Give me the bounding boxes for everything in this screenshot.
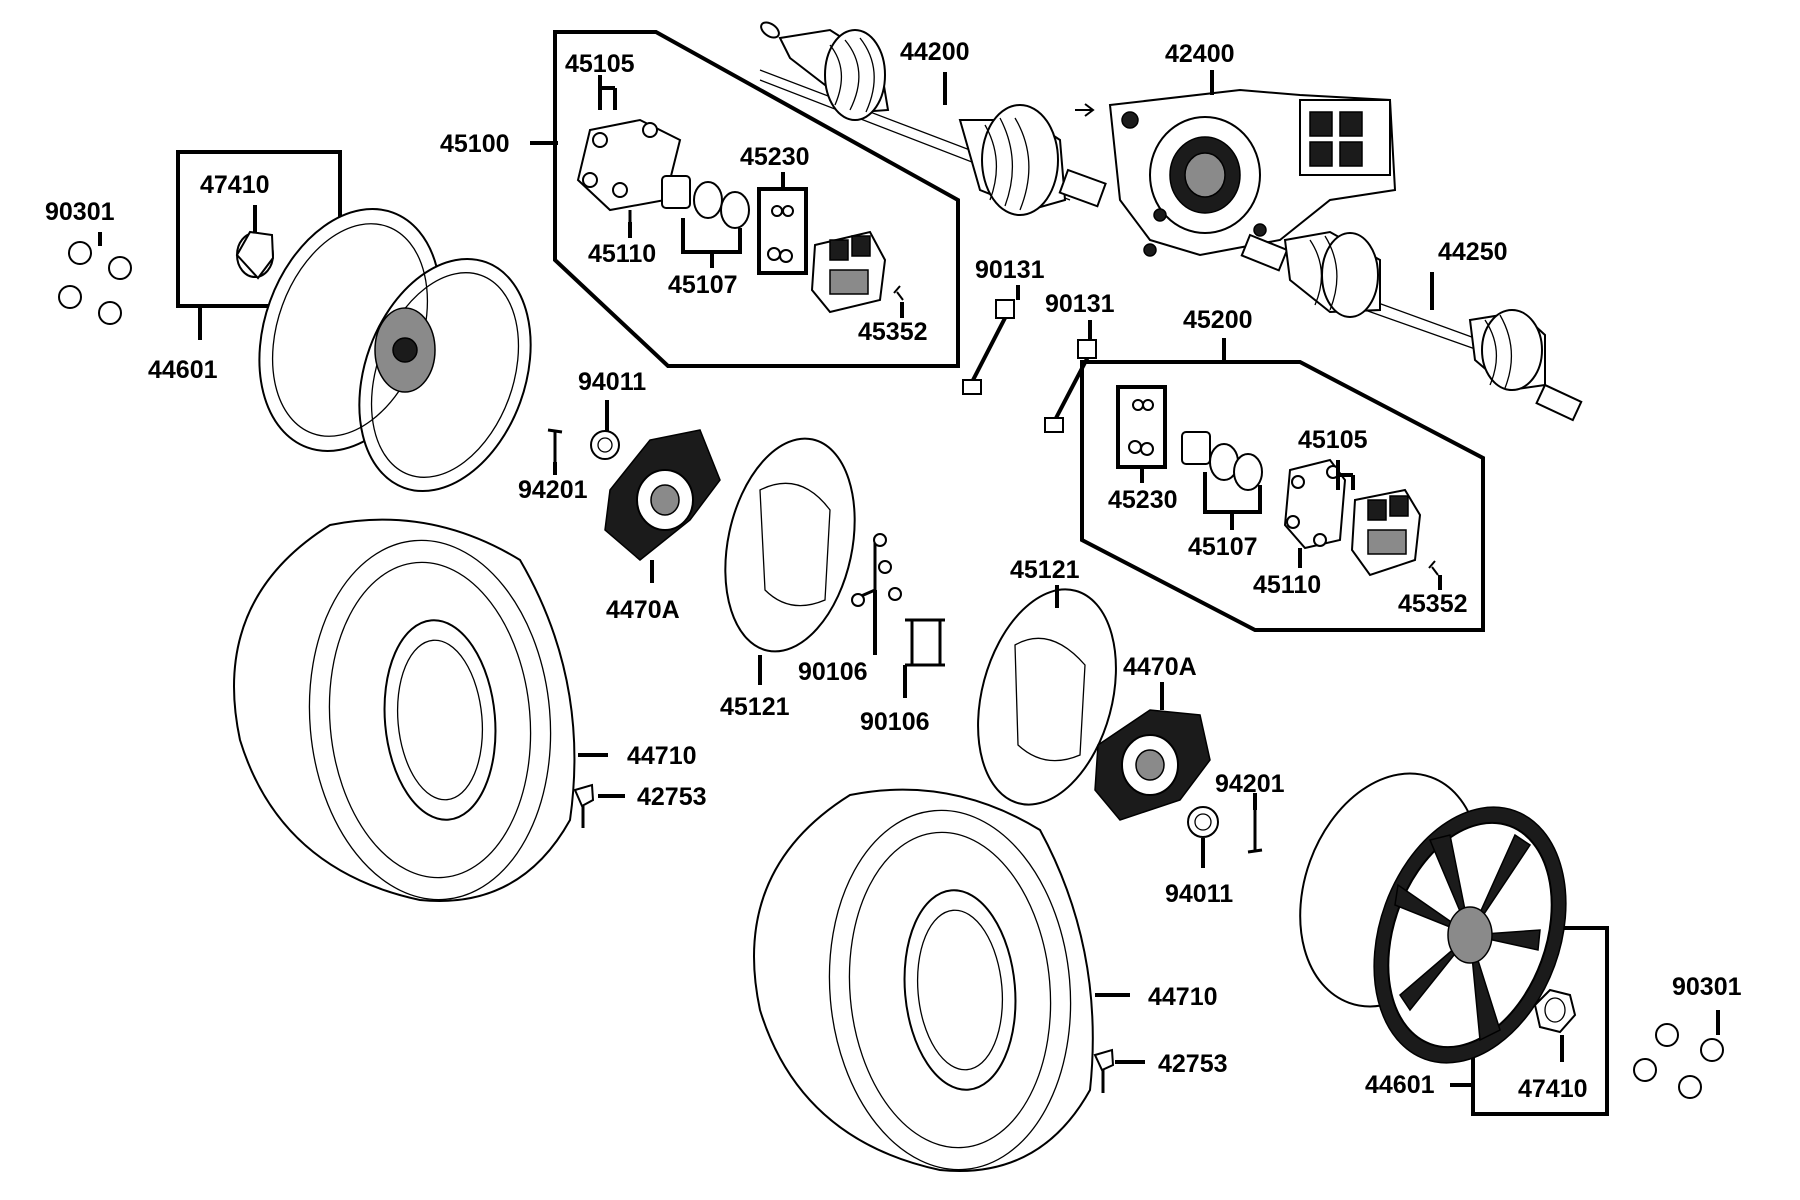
studs-90106-a xyxy=(851,533,902,607)
label-45230-left: 45230 xyxy=(740,143,810,171)
caliper-bracket-left xyxy=(576,118,682,222)
label-90106-b: 90106 xyxy=(860,708,930,736)
leader-lines xyxy=(98,70,1720,1087)
label-45352-left: 45352 xyxy=(858,318,928,346)
label-45105-right: 45105 xyxy=(1298,426,1368,454)
caliper-right xyxy=(1350,488,1439,577)
label-90301-right: 90301 xyxy=(1672,973,1742,1001)
caliper-kit-box-right xyxy=(1080,360,1485,632)
label-45110-left: 45110 xyxy=(588,240,656,268)
label-44250: 44250 xyxy=(1438,238,1508,266)
part-labels: 45105 45100 45230 45110 45107 45352 4420… xyxy=(45,38,1742,1103)
rear-differential xyxy=(1075,88,1397,257)
seal-kit-left xyxy=(767,205,794,263)
label-45100: 45100 xyxy=(440,130,510,158)
hub-right xyxy=(1094,709,1211,821)
label-90301-left: 90301 xyxy=(45,198,115,226)
studs-90106-b xyxy=(905,618,945,667)
valve-stem-right xyxy=(1093,1048,1115,1093)
label-94201-right: 94201 xyxy=(1215,770,1285,798)
label-44601-left: 44601 xyxy=(148,356,218,384)
label-4470A-left: 4470A xyxy=(606,596,680,624)
brake-disc-right xyxy=(977,588,1117,806)
label-45107-right: 45107 xyxy=(1188,533,1258,561)
label-42400: 42400 xyxy=(1165,40,1235,68)
wheel-rim-lower-right xyxy=(1299,772,1567,1064)
label-44710-right: 44710 xyxy=(1148,983,1218,1011)
label-44710-left: 44710 xyxy=(627,742,697,770)
tire-left xyxy=(233,518,576,902)
drive-shaft-lower xyxy=(1240,230,1583,422)
label-45110-right: 45110 xyxy=(1253,571,1321,599)
bolt-90131-a xyxy=(962,299,1015,395)
seal-kit-box-right xyxy=(1116,385,1167,469)
drive-shaft-upper xyxy=(759,21,1107,216)
label-45230-right: 45230 xyxy=(1108,486,1178,514)
label-90106-a: 90106 xyxy=(798,658,868,686)
seal-kit-right xyxy=(1128,399,1154,456)
hub-nut-right xyxy=(1187,806,1219,838)
valve-stem-left xyxy=(573,783,595,828)
label-94201-left: 94201 xyxy=(518,476,588,504)
label-47410-right: 47410 xyxy=(1518,1075,1588,1103)
lug-nuts-right xyxy=(1633,1023,1724,1099)
caliper-pins-right xyxy=(1181,431,1263,491)
label-44601-right: 44601 xyxy=(1365,1071,1435,1099)
label-4470A-right: 4470A xyxy=(1123,653,1197,681)
hub-nut-left xyxy=(590,430,620,460)
wheel-bushing-left xyxy=(235,230,275,280)
wheel-bushing-right xyxy=(1533,988,1577,1034)
hub-left xyxy=(604,429,721,561)
wheel-rim-upper-left xyxy=(258,207,532,493)
label-94011-left: 94011 xyxy=(578,368,646,396)
label-47410-left: 47410 xyxy=(200,171,270,199)
label-42753-left: 42753 xyxy=(637,783,707,811)
cotter-pin-right xyxy=(1247,810,1263,854)
caliper-bracket-right xyxy=(1283,458,1347,550)
label-94011-right: 94011 xyxy=(1165,880,1233,908)
caliper-kit-box-left xyxy=(553,30,960,368)
label-45121-right: 45121 xyxy=(1010,556,1080,584)
label-45107-left: 45107 xyxy=(668,271,738,299)
lug-nuts-left xyxy=(58,241,132,325)
label-45121-left: 45121 xyxy=(720,693,790,721)
brake-disc-left xyxy=(724,437,856,653)
tire-right xyxy=(753,788,1094,1172)
caliper-pins-left xyxy=(661,175,750,229)
label-45200: 45200 xyxy=(1183,306,1253,334)
label-42753-right: 42753 xyxy=(1158,1050,1228,1078)
label-45105-left: 45105 xyxy=(565,50,635,78)
bolt-90131-b xyxy=(1044,339,1097,433)
label-44200: 44200 xyxy=(900,38,970,66)
label-90131-b: 90131 xyxy=(1045,290,1115,318)
label-45352-right: 45352 xyxy=(1398,590,1468,618)
label-90131-a: 90131 xyxy=(975,256,1045,284)
caliper-left xyxy=(810,230,904,314)
